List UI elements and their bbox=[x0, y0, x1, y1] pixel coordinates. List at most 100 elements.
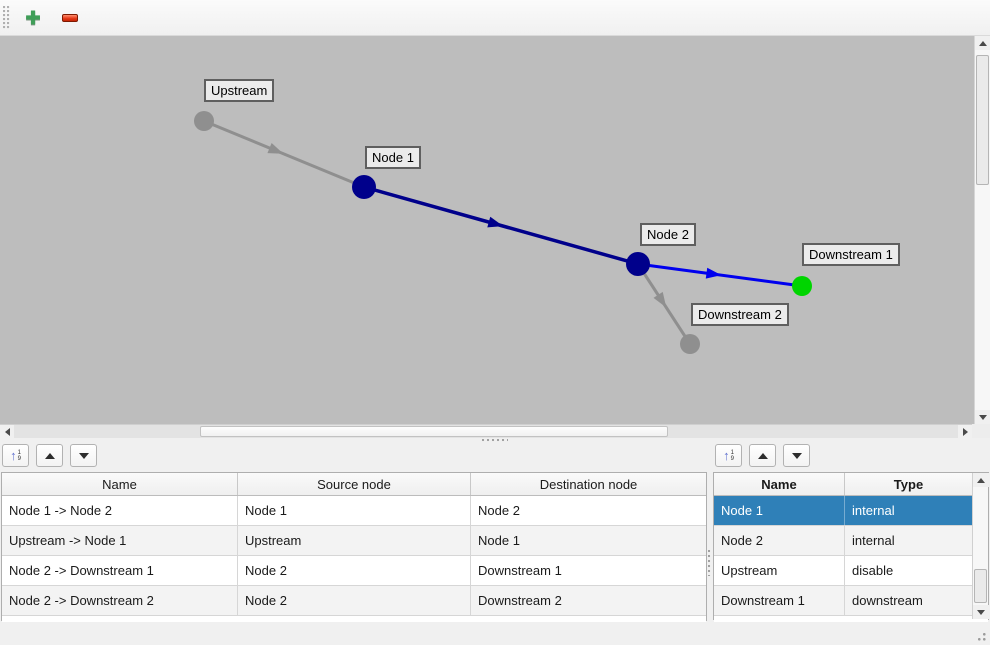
minus-icon bbox=[62, 13, 78, 22]
table-cell[interactable]: internal bbox=[852, 533, 895, 548]
remove-button[interactable] bbox=[55, 3, 85, 33]
nodes-table-row-2[interactable]: Upstream disable bbox=[714, 556, 988, 586]
node-downstream-2[interactable] bbox=[680, 334, 700, 354]
edge-upstream-to-node-1[interactable] bbox=[203, 119, 365, 189]
table-cell[interactable]: internal bbox=[852, 503, 895, 518]
node-label-downstream-1[interactable]: Downstream 1 bbox=[802, 243, 900, 266]
table-cell[interactable]: Downstream 2 bbox=[478, 593, 562, 608]
nodes-table-header: Name Type bbox=[714, 473, 988, 496]
nodes-table-scrollbar[interactable] bbox=[972, 473, 989, 619]
arrow-up-icon bbox=[977, 477, 985, 483]
scroll-up-button[interactable] bbox=[973, 473, 989, 487]
arrow-right-icon bbox=[962, 427, 968, 436]
node-downstream-1[interactable] bbox=[792, 276, 812, 296]
table-cell[interactable]: Node 1 -> Node 2 bbox=[2, 496, 238, 525]
node-label-upstream[interactable]: Upstream bbox=[204, 79, 275, 102]
node-node-2[interactable] bbox=[626, 252, 650, 276]
horizontal-splitter[interactable] bbox=[0, 438, 990, 444]
scroll-right-button[interactable] bbox=[958, 425, 972, 438]
table-cell[interactable]: Node 2 bbox=[238, 556, 471, 585]
edge-arrowhead-icon bbox=[487, 216, 504, 228]
vertical-scroll-thumb[interactable] bbox=[974, 569, 987, 603]
scroll-up-button[interactable] bbox=[975, 36, 990, 50]
nodes-header-name[interactable]: Name bbox=[714, 473, 845, 495]
scroll-down-button[interactable] bbox=[973, 605, 989, 619]
nodes-table-row-3[interactable]: Downstream 1 downstream bbox=[714, 586, 988, 616]
toolbar-grip[interactable] bbox=[3, 5, 11, 30]
table-cell[interactable]: Upstream -> Node 1 bbox=[2, 526, 238, 555]
table-cell[interactable]: downstream bbox=[852, 593, 923, 608]
edges-header-source-node[interactable]: Source node bbox=[238, 473, 471, 495]
empty-partial-row bbox=[714, 616, 988, 622]
arrow-down-icon bbox=[78, 452, 89, 459]
table-cell[interactable]: Node 1 bbox=[478, 533, 520, 548]
edge-arrowhead-icon bbox=[705, 267, 722, 279]
edge-arrowhead-icon bbox=[653, 291, 667, 308]
scroll-down-button[interactable] bbox=[975, 410, 990, 424]
table-cell[interactable]: Downstream 1 bbox=[478, 563, 562, 578]
main-toolbar: ✚ bbox=[0, 0, 990, 36]
table-cell[interactable]: Node 2 -> Downstream 2 bbox=[2, 586, 238, 615]
table-cell[interactable]: Node 2 -> Downstream 1 bbox=[2, 556, 238, 585]
arrow-down-icon bbox=[791, 452, 802, 459]
node-label-node-2[interactable]: Node 2 bbox=[640, 223, 696, 246]
edges-move-up-button[interactable] bbox=[36, 444, 63, 467]
edges-header-name[interactable]: Name bbox=[2, 473, 238, 495]
table-cell[interactable]: disable bbox=[852, 563, 894, 578]
edge-arrowhead-icon bbox=[267, 142, 284, 154]
canvas-vertical-scrollbar[interactable] bbox=[974, 36, 990, 424]
table-cell[interactable]: Node 1 bbox=[714, 496, 845, 525]
table-cell[interactable]: Downstream 1 bbox=[714, 586, 845, 615]
edges-header-destination-node[interactable]: Destination node bbox=[539, 476, 638, 492]
horizontal-scroll-thumb[interactable] bbox=[200, 426, 668, 437]
node-label-node-1[interactable]: Node 1 bbox=[365, 146, 421, 169]
table-cell[interactable]: Upstream bbox=[714, 556, 845, 585]
node-upstream[interactable] bbox=[194, 111, 214, 131]
vertical-splitter[interactable] bbox=[707, 472, 713, 621]
arrow-up-icon bbox=[44, 452, 55, 459]
arrow-up-icon bbox=[979, 40, 987, 46]
vertical-scroll-thumb[interactable] bbox=[976, 55, 989, 185]
arrow-left-icon bbox=[4, 427, 10, 436]
canvas-horizontal-scrollbar[interactable] bbox=[0, 424, 972, 438]
scroll-left-button[interactable] bbox=[0, 425, 14, 438]
nodes-table-row-0[interactable]: Node 1 internal bbox=[714, 496, 988, 526]
table-cell[interactable]: Node 2 bbox=[238, 586, 471, 615]
add-button[interactable]: ✚ bbox=[18, 3, 48, 33]
table-cell[interactable]: Node 2 bbox=[714, 526, 845, 555]
edges-move-down-button[interactable] bbox=[70, 444, 97, 467]
scrollbar-corner bbox=[972, 424, 990, 438]
table-cell[interactable]: Node 2 bbox=[478, 503, 520, 518]
nodes-header-type[interactable]: Type bbox=[893, 476, 924, 492]
nodes-move-down-button[interactable] bbox=[783, 444, 810, 467]
arrow-up-icon bbox=[757, 452, 768, 459]
arrow-down-icon bbox=[979, 414, 987, 420]
empty-partial-row bbox=[2, 616, 706, 622]
plus-icon: ✚ bbox=[25, 7, 41, 28]
node-node-1[interactable] bbox=[352, 175, 376, 199]
splitter-handle-dots bbox=[708, 550, 712, 576]
nodes-move-up-button[interactable] bbox=[749, 444, 776, 467]
node-label-downstream-2[interactable]: Downstream 2 bbox=[691, 303, 789, 326]
nodes-table-row-1[interactable]: Node 2 internal bbox=[714, 526, 988, 556]
table-cell[interactable]: Upstream bbox=[238, 526, 471, 555]
table-cell[interactable]: Node 1 bbox=[238, 496, 471, 525]
splitter-handle-dots bbox=[482, 439, 508, 443]
arrow-down-icon bbox=[977, 609, 985, 615]
